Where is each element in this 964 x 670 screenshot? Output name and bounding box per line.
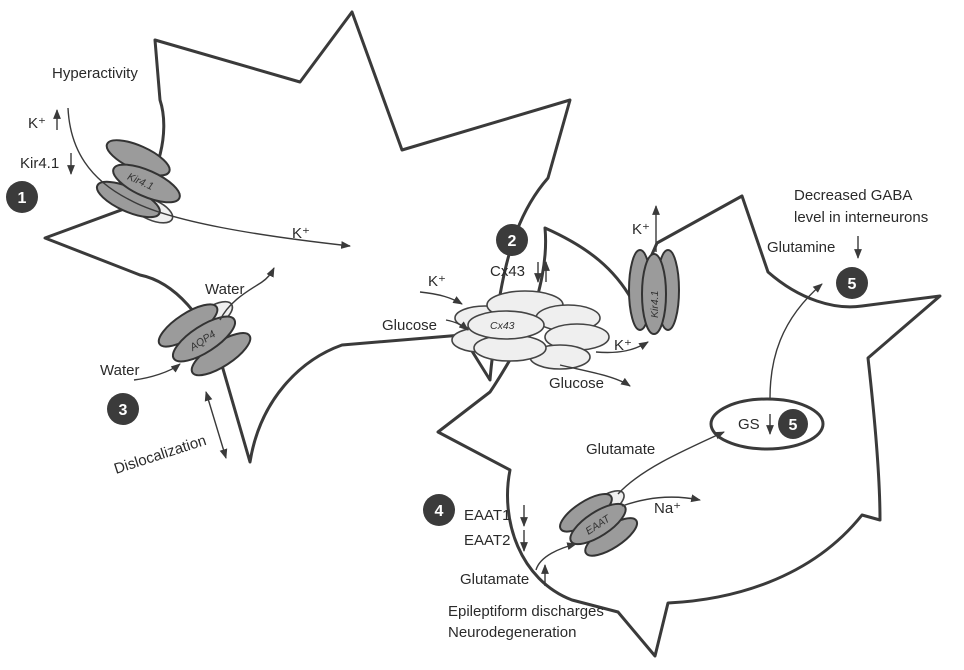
kir4.1-channel-2: Kir4.1	[629, 250, 679, 334]
gaba-label-line1: Decreased GABA	[794, 187, 912, 204]
glucose-in-label: Glucose	[382, 317, 437, 334]
k-kir-out-label: K⁺	[632, 221, 650, 238]
glucose-out-label: Glucose	[549, 375, 604, 392]
neurodegeneration-label: Neurodegeneration	[448, 624, 576, 641]
kir4.1-label-2: Kir4.1	[649, 291, 661, 318]
step-badge-4: 4	[423, 494, 455, 526]
svg-text:5: 5	[789, 417, 798, 434]
svg-text:4: 4	[435, 503, 444, 520]
glutamine-label: Glutamine	[767, 239, 835, 256]
dislocalization-label: Dislocalization	[112, 432, 208, 478]
svg-text:1: 1	[18, 190, 27, 207]
svg-text:3: 3	[119, 402, 128, 419]
step-badge-5-gaba: 5	[836, 267, 868, 299]
svg-text:2: 2	[508, 233, 517, 250]
eaat2-label: EAAT2	[464, 532, 510, 549]
epileptiform-label: Epileptiform discharges	[448, 603, 604, 620]
water-in-label: Water	[100, 362, 139, 379]
svg-text:5: 5	[848, 276, 857, 293]
kir-decrease-label: Kir4.1	[20, 155, 59, 172]
k-increase-label: K⁺	[28, 115, 46, 132]
step-badge-5-gs: 5	[778, 409, 808, 439]
water-out-label: Water	[205, 281, 244, 298]
k-gap-label: K⁺	[428, 273, 446, 290]
step-badge-3: 3	[107, 393, 139, 425]
water-in-arrow	[134, 364, 180, 380]
cx43-label: Cx43	[490, 320, 515, 332]
step-badge-1: 1	[6, 181, 38, 213]
glutamate-increase-label: Glutamate	[460, 571, 529, 588]
cx43-change-label: Cx43	[490, 263, 525, 280]
na-label: Na⁺	[654, 500, 681, 517]
hyperactivity-label: Hyperactivity	[52, 65, 138, 82]
eaat1-label: EAAT1	[464, 507, 510, 524]
dislocalization-arrow	[206, 392, 226, 458]
k-efflux-label: K⁺	[292, 225, 310, 242]
step-badge-2: 2	[496, 224, 528, 256]
gs-label: GS	[738, 416, 760, 433]
gaba-label-line2: level in interneurons	[794, 209, 928, 226]
k-to-kir-label: K⁺	[614, 337, 632, 354]
glutamate-top-label: Glutamate	[586, 441, 655, 458]
